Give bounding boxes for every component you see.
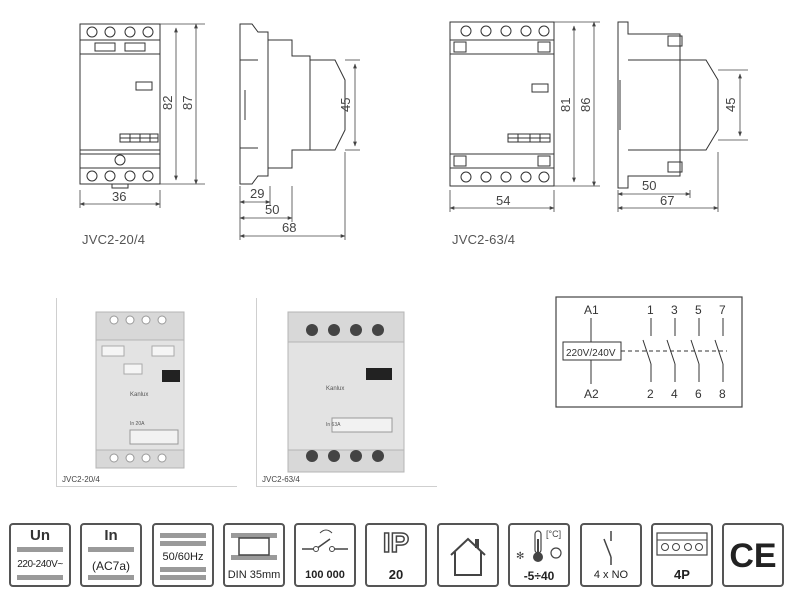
coil-terminal-a1: A1 [584,303,599,317]
photo-jvc2-63: Kanlux In 63A [287,311,405,473]
terminal-4: 4 [671,387,678,401]
side-view-jvc2-63 [617,21,719,189]
photo-caption-jvc2-20: JVC2-20/4 [62,475,100,484]
photo-brand-right: Kanlux [326,386,344,392]
switching-cycles-badge: 100 000 [294,523,356,587]
dim-depth-inner-left: 29 [250,186,264,201]
caption-jvc2-63: JVC2-63/4 [452,232,516,247]
ce-mark: CE [729,537,777,575]
rated-voltage-label: Un [30,527,50,544]
terminal-5: 5 [695,303,702,317]
frequency-value: 50/60Hz [162,551,204,563]
dim-rail-left: 45 [338,98,353,112]
poles-icon [656,532,708,556]
photo-jvc2-20: Kanlux In 20A [95,311,185,469]
terminal-8: 8 [719,387,726,401]
terminal-2: 2 [647,387,654,401]
terminal-1: 1 [647,303,654,317]
dim-depth-outer-left: 68 [282,220,296,235]
ip-rating-value: 20 [388,567,404,582]
badge-bar [17,547,63,552]
poles-badge: 4P [651,523,713,587]
contact-7-8 [714,318,724,382]
house-icon [450,537,486,576]
dim-height-inner-left: 82 [160,96,175,110]
badge-bar [160,575,206,580]
din-rail-icon [231,533,277,560]
front-view-jvc2-20 [79,23,161,189]
temperature-badge: ✻ [°C] -5÷40 [508,523,570,587]
dim-rail-right: 45 [723,98,738,112]
terminal-6: 6 [695,387,702,401]
side-view-jvc2-20 [239,23,346,185]
terminal-7: 7 [719,303,726,317]
dim-width-right: 54 [496,193,510,208]
contact-3-4 [666,318,676,382]
rated-current-badge: In (AC7a) [80,523,142,587]
badge-bar [88,547,134,552]
contact-1-2 [642,318,652,382]
rated-voltage-value: 220-240V~ [17,559,63,570]
badge-bar [160,533,206,538]
badge-bar [160,541,206,546]
no-contact-icon [603,531,612,565]
rated-current-label: In [104,527,118,544]
contacts-value: 4 x NO [593,569,629,581]
badge-bar [160,567,206,572]
dim-height-inner-right: 81 [558,98,573,112]
temperature-unit: [°C] [546,529,561,539]
terminal-3: 3 [671,303,678,317]
ce-mark-badge: CE [722,523,784,587]
contact-5-6 [690,318,700,382]
caption-jvc2-20: JVC2-20/4 [82,232,146,247]
dim-height-outer-left: 87 [180,96,195,110]
dim-width-left: 36 [112,189,126,204]
dim-height-outer-right: 86 [578,98,593,112]
coil-voltage: 220V/240V [566,348,616,359]
technical-drawings: 82 87 36 45 29 50 68 [79,21,748,240]
wiring-schematic: A1 A2 220V/240V 1 3 5 7 2 4 6 8 [555,296,743,408]
contacts-badge: 4 x NO [580,523,642,587]
photo-rating-right: In 63A [326,422,341,428]
rated-current-value: (AC7a) [91,559,130,573]
poles-value: 4P [674,567,690,582]
photo-rating-left: In 20A [130,421,145,427]
photo-frame-jvc2-63 [256,298,437,487]
frequency-badge: 50/60Hz [152,523,214,587]
indoor-use-badge [437,523,499,587]
temperature-range-value: -5÷40 [523,569,555,583]
front-view-jvc2-63 [449,21,555,187]
photo-brand-left: Kanlux [130,392,148,398]
badge-bar [88,575,134,580]
snowflake-icon: ✻ [516,551,524,562]
photo-frame-jvc2-20 [56,298,237,487]
dim-depth-outer-right: 67 [660,193,674,208]
coil-terminal-a2: A2 [584,387,599,401]
din-rail-value: DIN 35mm [227,569,281,581]
dim-depth-mid-right: 50 [642,178,656,193]
rated-voltage-badge: Un 220-240V~ [9,523,71,587]
ip-rating-badge: IP 20 [365,523,427,587]
switch-cycles-icon [302,529,348,552]
photo-caption-jvc2-63: JVC2-63/4 [262,475,300,484]
dim-depth-mid-left: 50 [265,202,279,217]
ip-rating-label: IP [382,526,410,559]
din-rail-badge: DIN 35mm [223,523,285,587]
sun-icon [550,547,562,559]
temperature-icon: ✻ [°C] [516,529,562,562]
badge-bar [17,575,63,580]
switching-cycles-value: 100 000 [305,569,345,581]
